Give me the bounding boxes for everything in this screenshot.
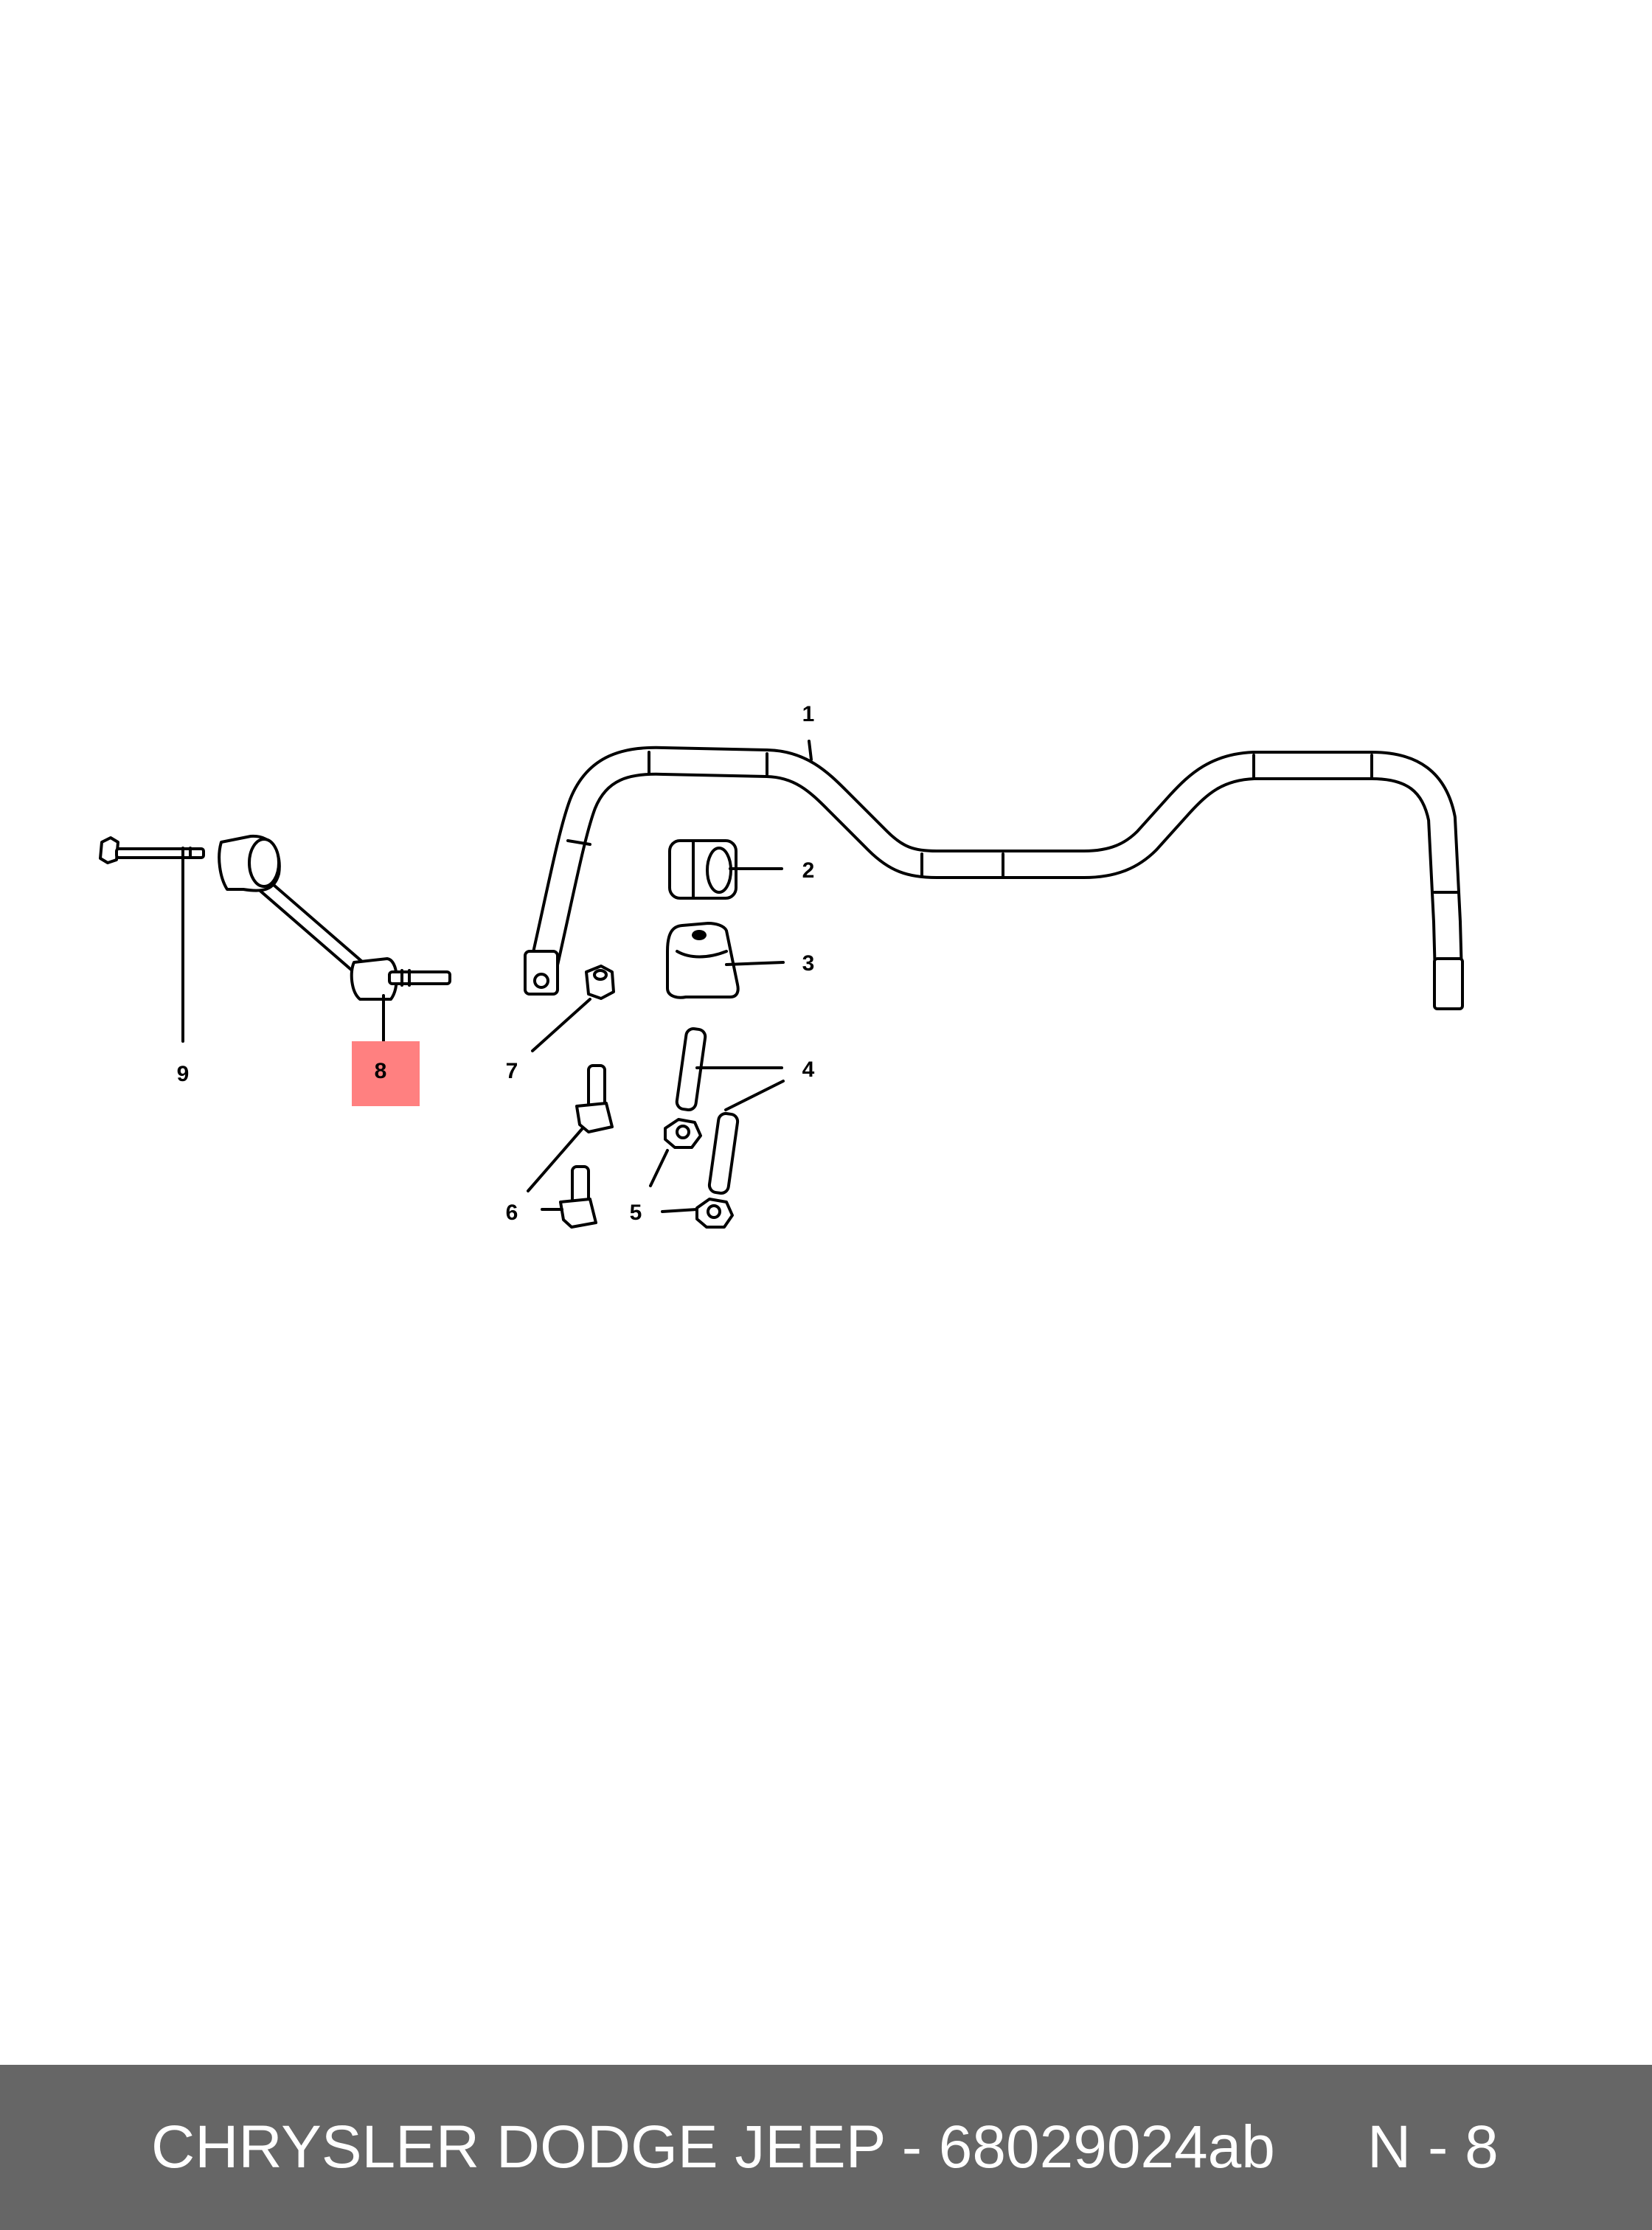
parts-diagram: 1 2 3 4 5 6 [99, 702, 1464, 1229]
link-nut [531, 965, 615, 1052]
bushing-retainer [666, 922, 785, 999]
bolts [527, 1064, 614, 1229]
footer-bar: CHRYSLER DODGE JEEP - 68029024ab N - 8 [0, 2065, 1652, 2230]
stabilizer-bar [524, 740, 1464, 1010]
callout-6: 6 [506, 1201, 518, 1225]
callout-9: 9 [177, 1062, 190, 1086]
footer-page-label: N - 8 [1367, 2113, 1499, 2181]
nuts [649, 1118, 734, 1229]
callout-3: 3 [802, 951, 815, 976]
callout-8: 8 [375, 1059, 387, 1083]
studs [675, 1027, 785, 1195]
callout-7: 7 [506, 1059, 518, 1083]
callout-2: 2 [802, 858, 815, 883]
footer-part-number: CHRYSLER DODGE JEEP - 68029024ab [151, 2113, 1275, 2181]
callout-4: 4 [802, 1057, 815, 1082]
callout-8-highlight [352, 1041, 420, 1106]
bar-bushing [668, 839, 783, 900]
callout-1: 1 [802, 702, 815, 726]
link-bolt [99, 836, 205, 1043]
callout-5: 5 [630, 1201, 642, 1225]
stabilizer-link [218, 834, 451, 1043]
